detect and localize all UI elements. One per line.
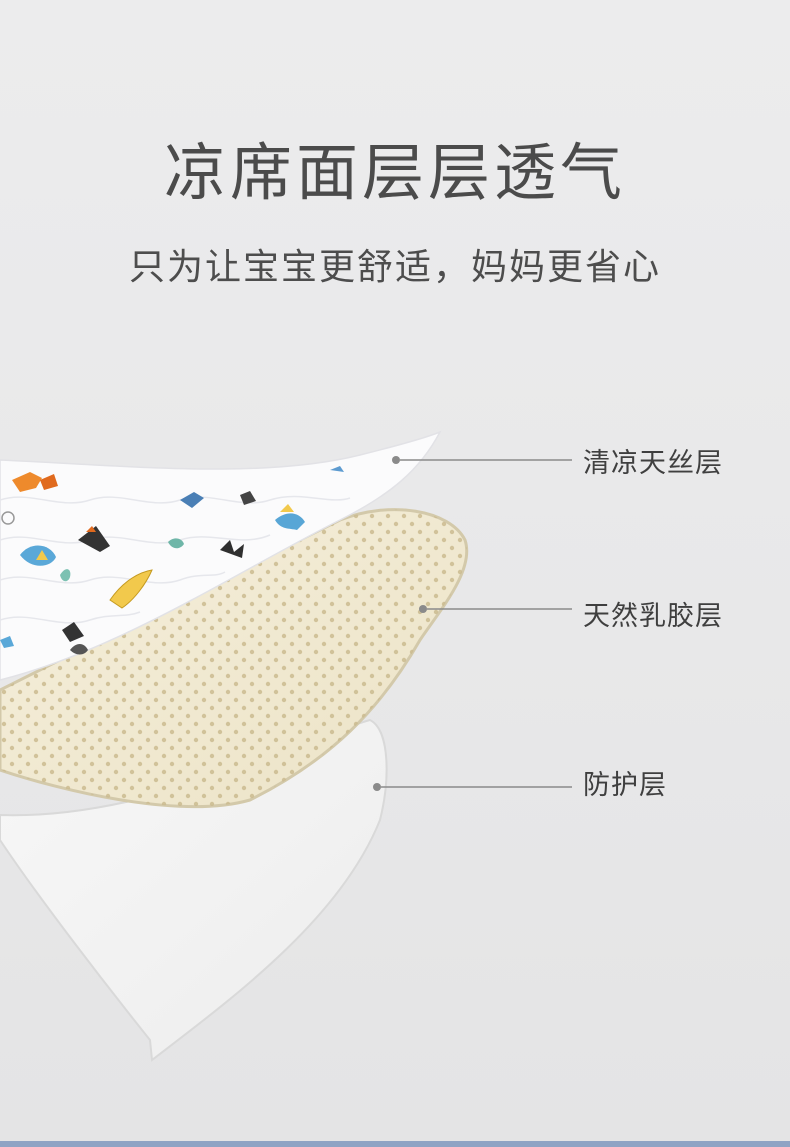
dino-print — [0, 466, 344, 655]
mat-layers-illustration — [0, 430, 572, 1062]
layer-label-fabric: 清凉天丝层 — [583, 448, 723, 479]
fabric-layer — [0, 430, 442, 681]
page-title: 凉席面层层透气 — [163, 136, 626, 209]
page-subtitle: 只为让宝宝更舒适，妈妈更省心 — [128, 247, 661, 288]
bottom-accent-strip — [0, 1141, 790, 1147]
leader-line-latex — [419, 605, 572, 613]
leader-line-fabric — [392, 456, 572, 464]
layer-label-protection: 防护层 — [583, 770, 667, 801]
layer-label-latex: 天然乳胶层 — [583, 601, 723, 632]
leader-line-protection — [373, 783, 572, 791]
